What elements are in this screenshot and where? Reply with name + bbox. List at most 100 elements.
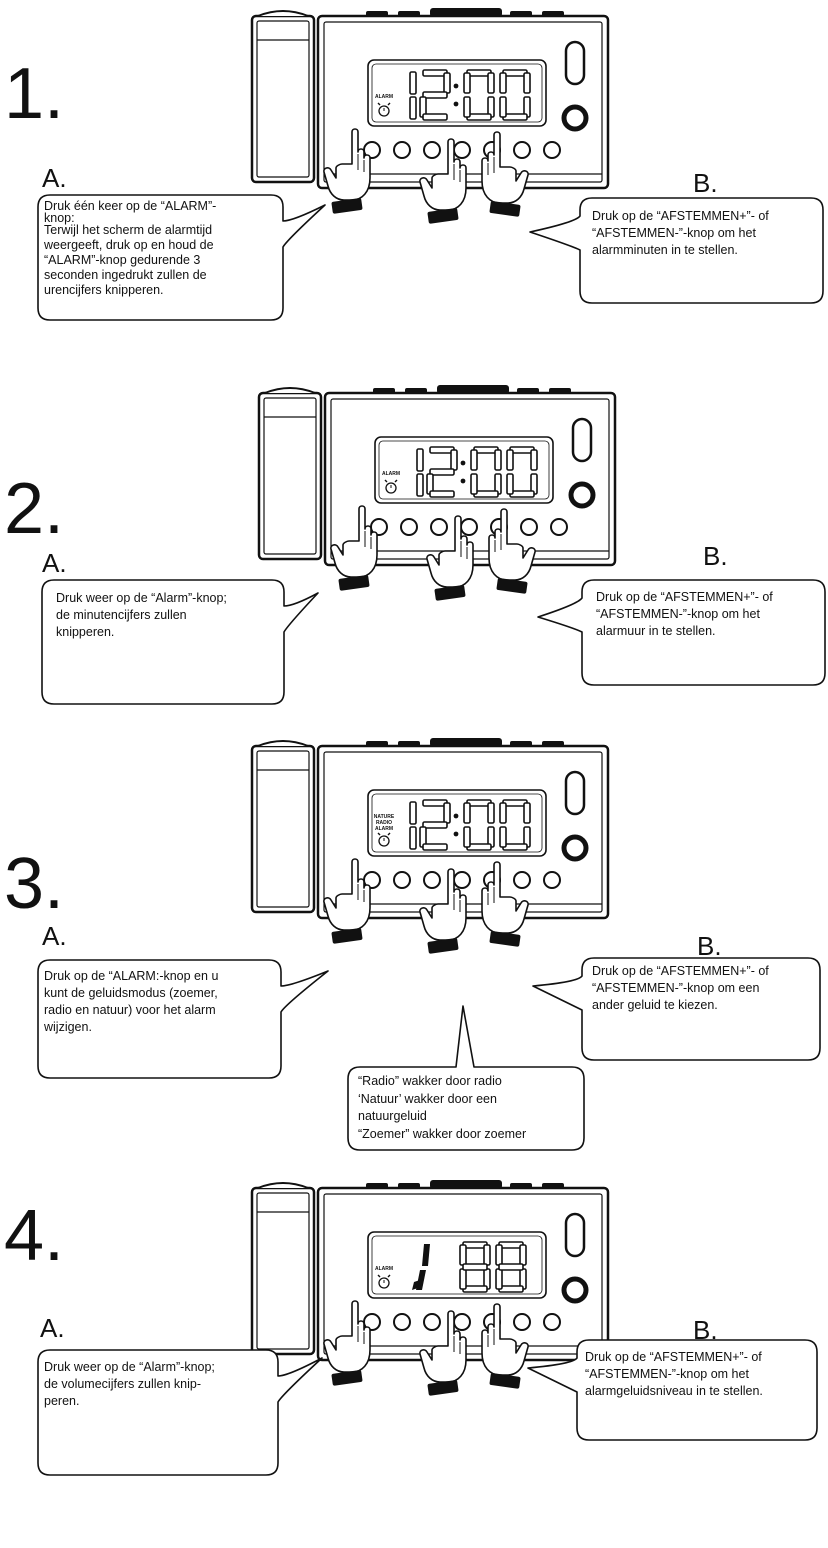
knob-icon xyxy=(561,834,589,862)
label-b: B. xyxy=(693,168,718,198)
pointing-hand-icon xyxy=(419,868,467,954)
callout-c-text: “Radio” wakker door radio ‘Natuur’ wakke… xyxy=(358,1074,527,1141)
pointing-hand-icon xyxy=(323,858,371,944)
step-2: 2. A. B. ALARM Druk weer op de “Alarm”-k… xyxy=(0,385,828,715)
label-a: A. xyxy=(42,921,67,951)
step-1: 1. A. B. ALARM Druk één keer op de “ALAR… xyxy=(0,0,828,330)
front-button xyxy=(423,871,441,889)
lcd-display xyxy=(367,789,547,857)
pointing-hand-icon xyxy=(330,505,378,591)
digit xyxy=(470,446,502,498)
front-button xyxy=(393,871,411,889)
alarm-clock-icon xyxy=(384,479,398,494)
callout-b-text: Druk op de “AFSTEMMEN+”- of “AFSTEMMEN-”… xyxy=(592,209,769,257)
callout-b: Druk op de “AFSTEMMEN+”- of “AFSTEMMEN-”… xyxy=(537,579,826,686)
lcd-display xyxy=(367,1231,547,1299)
callout-a: Druk op de “ALARM:-knop en u kunt de gel… xyxy=(37,959,329,1079)
pointing-hand-icon xyxy=(426,515,474,601)
front-buttons xyxy=(363,141,561,159)
digit xyxy=(495,1241,527,1293)
front-button xyxy=(453,871,471,889)
callout-b-text: Druk op de “AFSTEMMEN+”- of “AFSTEMMEN-”… xyxy=(585,1350,763,1398)
front-button xyxy=(400,518,418,536)
front-button xyxy=(513,141,531,159)
front-button xyxy=(543,141,561,159)
knob-icon xyxy=(568,481,596,509)
callout-a-text: Druk op de “ALARM:-knop en u kunt de gel… xyxy=(44,969,219,1034)
callout-a: Druk weer op de “Alarm”-knop; de volumec… xyxy=(37,1349,323,1476)
front-button xyxy=(453,1313,471,1331)
front-button xyxy=(520,518,538,536)
step-number: 3. xyxy=(4,844,65,924)
digit xyxy=(419,69,451,121)
digit xyxy=(499,799,531,851)
projector-unit xyxy=(250,740,316,914)
callout-a-text: Druk één keer op de “ALARM”- knop: Terwi… xyxy=(44,199,217,297)
lcd-mode-label: ALARM xyxy=(381,471,401,477)
callout-b: Druk op de “AFSTEMMEN+”- of “AFSTEMMEN-”… xyxy=(529,197,824,304)
step-number: 4. xyxy=(4,1196,65,1276)
callout-c: “Radio” wakker door radio ‘Natuur’ wakke… xyxy=(347,1005,585,1151)
step-number: 2. xyxy=(4,469,65,549)
lcd-mode-label: ALARM xyxy=(374,1266,394,1272)
side-controls xyxy=(561,1212,589,1304)
front-button xyxy=(423,1313,441,1331)
projector-unit xyxy=(250,1182,316,1356)
digit xyxy=(409,801,417,850)
lcd-mode-label: ALARM xyxy=(374,94,394,100)
pointing-hand-icon xyxy=(488,508,536,594)
speech-bubble xyxy=(532,957,821,1061)
pointing-hand-icon xyxy=(323,128,371,214)
callout-b-text: Druk op de “AFSTEMMEN+”- of “AFSTEMMEN-”… xyxy=(596,590,773,638)
speech-bubble xyxy=(527,1339,818,1441)
front-button xyxy=(513,871,531,889)
front-button xyxy=(393,1313,411,1331)
front-button xyxy=(393,141,411,159)
speech-bubble xyxy=(37,1349,323,1476)
front-button xyxy=(543,871,561,889)
side-controls xyxy=(561,770,589,862)
speech-bubble xyxy=(37,959,329,1079)
speech-bubble xyxy=(529,197,824,304)
label-a: A. xyxy=(42,548,67,578)
digit xyxy=(463,69,495,121)
label-b: B. xyxy=(697,931,722,961)
clock-radio-illustration: ALARM xyxy=(248,8,618,224)
side-controls xyxy=(561,40,589,132)
clock-radio-illustration: ALARM xyxy=(248,1180,618,1396)
digit xyxy=(499,69,531,121)
digit xyxy=(459,1241,491,1293)
projector-unit xyxy=(257,387,323,561)
label-a: A. xyxy=(42,163,67,193)
callout-a: Druk één keer op de “ALARM”- knop: Terwi… xyxy=(37,194,326,321)
alarm-clock-icon xyxy=(377,832,391,847)
front-button xyxy=(543,1313,561,1331)
label-b: B. xyxy=(703,541,728,571)
digit xyxy=(419,799,451,851)
lcd-mode-label: NATURE RADIO ALARM xyxy=(373,814,395,832)
alarm-clock-icon xyxy=(377,1274,391,1289)
digit xyxy=(416,448,424,497)
step-4: 4. A. B. ALARM Druk weer op de “Alarm”-k… xyxy=(0,1180,828,1548)
clock-digits xyxy=(409,799,531,851)
digit xyxy=(463,799,495,851)
callout-a: Druk weer op de “Alarm”-knop; de minuten… xyxy=(41,579,319,705)
front-button xyxy=(430,518,448,536)
speech-bubble xyxy=(537,579,826,686)
lcd-display xyxy=(374,436,554,504)
clock-digits xyxy=(409,69,531,121)
alarm-clock-icon xyxy=(377,102,391,117)
pointing-hand-icon xyxy=(419,1310,467,1396)
front-button xyxy=(550,518,568,536)
pointing-hand-icon xyxy=(481,131,529,217)
pointing-hand-icon xyxy=(481,861,529,947)
digit xyxy=(409,71,417,120)
label-b: B. xyxy=(693,1315,718,1345)
pointing-hand-icon xyxy=(419,138,467,224)
side-controls xyxy=(568,417,596,509)
clock-radio-illustration: ALARM xyxy=(255,385,625,601)
front-button xyxy=(453,141,471,159)
pointing-hand-icon xyxy=(481,1303,529,1389)
speech-bubble xyxy=(37,194,326,321)
step-number: 1. xyxy=(4,54,65,134)
